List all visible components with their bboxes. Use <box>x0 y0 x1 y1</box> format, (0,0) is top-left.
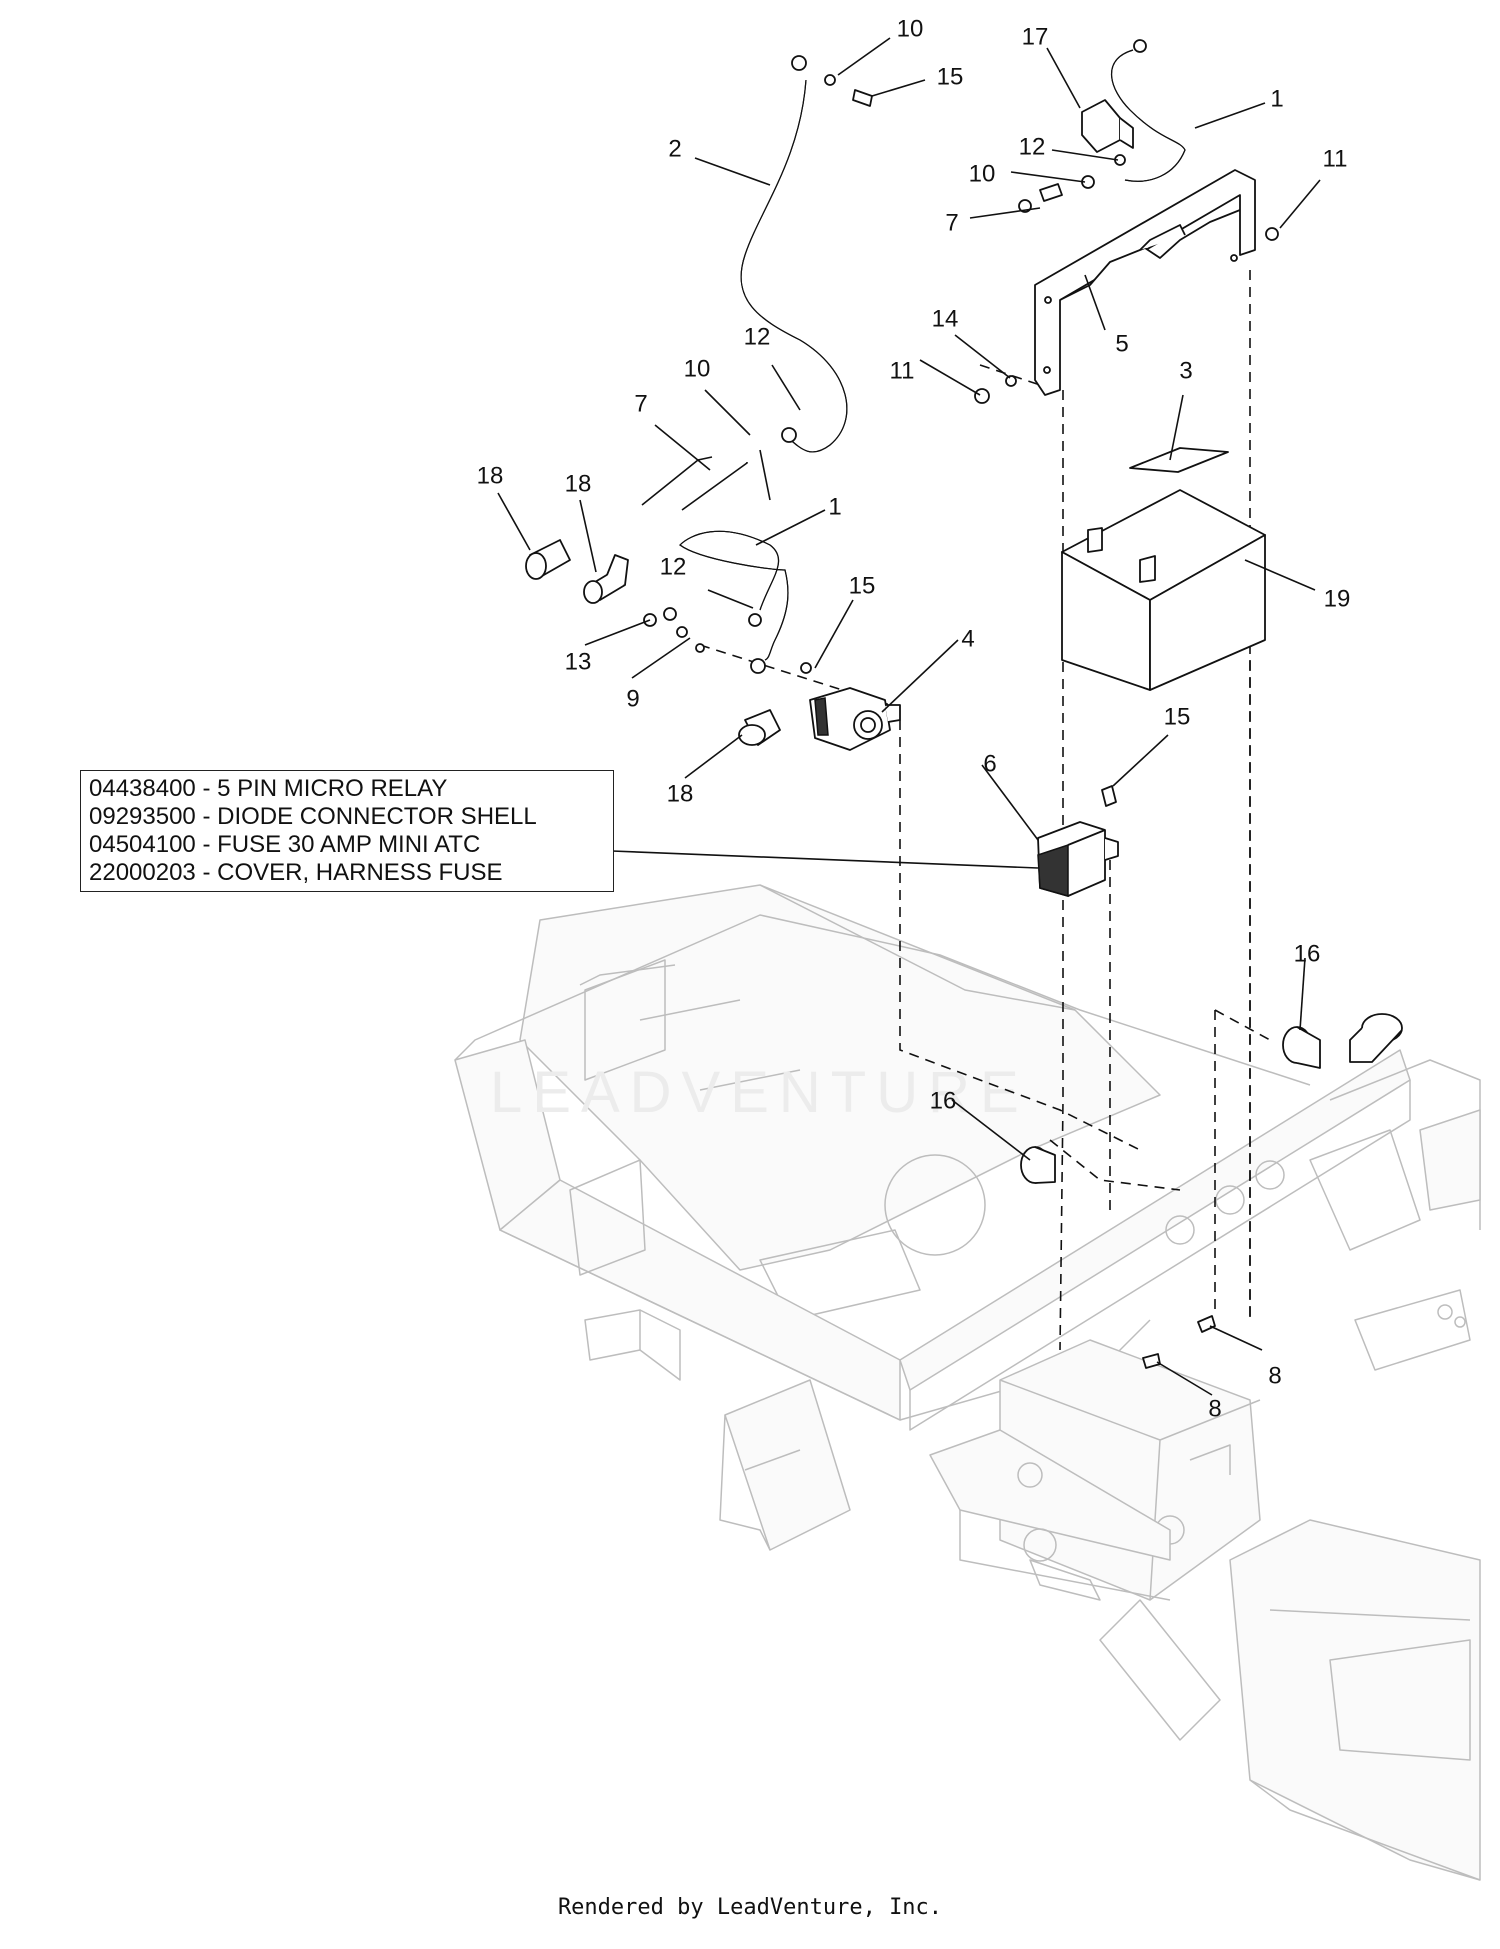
callout: 14 <box>932 305 959 332</box>
callout: 18 <box>477 462 504 489</box>
callout: 4 <box>961 625 974 652</box>
note-line: 09293500 - DIODE CONNECTOR SHELL <box>89 803 537 830</box>
part-4-solenoid <box>809 687 901 751</box>
assembly-lines <box>699 270 1271 1351</box>
callout: 1 <box>828 493 841 520</box>
callout: 11 <box>890 357 915 384</box>
callout: 18 <box>667 780 694 807</box>
callout: 12 <box>660 553 687 580</box>
callout: 10 <box>897 15 924 42</box>
callout: 8 <box>1208 1395 1221 1422</box>
part-1-cable-upper <box>1111 39 1186 182</box>
part-number-note-box: 04438400 - 5 PIN MICRO RELAY 09293500 - … <box>80 770 614 892</box>
callout: 17 <box>1022 23 1049 50</box>
callout: 16 <box>930 1087 957 1114</box>
callout: 12 <box>744 323 771 350</box>
part-19-battery <box>1061 489 1266 691</box>
note-line: 04504100 - FUSE 30 AMP MINI ATC <box>89 831 481 858</box>
callout: 16 <box>1294 940 1321 967</box>
lower-hardware <box>643 607 812 674</box>
part-18-boots <box>525 539 781 746</box>
part-1-cable-lower <box>679 530 789 674</box>
upper-hardware <box>1018 154 1126 213</box>
footer-credit: Rendered by LeadVenture, Inc. <box>557 1895 943 1920</box>
callout: 18 <box>565 470 592 497</box>
callout: 10 <box>969 160 996 187</box>
watermark: LEADVENTURE <box>490 1060 1029 1125</box>
callout: 15 <box>849 572 876 599</box>
callout: 9 <box>626 685 639 712</box>
part-2-battery-cable <box>740 55 873 453</box>
part-8-bolts <box>1142 1315 1216 1369</box>
part-16-bushings <box>1020 1013 1403 1184</box>
callout-numbers: 10 15 17 1 2 12 10 7 11 5 14 11 3 12 10 … <box>477 15 1351 1422</box>
callout: 5 <box>1115 330 1128 357</box>
part-17-terminal-boot <box>1081 99 1134 153</box>
note-line: 04438400 - 5 PIN MICRO RELAY <box>89 775 448 802</box>
callout: 2 <box>668 135 681 162</box>
callout: 15 <box>1164 703 1191 730</box>
callout: 12 <box>1019 133 1046 160</box>
svg-text:LEADVENTURE: LEADVENTURE <box>490 1060 1029 1125</box>
note-line: 22000203 - COVER, HARNESS FUSE <box>89 859 503 886</box>
callout: 15 <box>937 63 964 90</box>
callout: 1 <box>1270 85 1283 112</box>
callout: 11 <box>1323 145 1348 172</box>
bracket-hardware <box>974 227 1279 404</box>
callout: 7 <box>945 209 958 236</box>
part-5-battery-bracket <box>1034 169 1256 396</box>
callout: 10 <box>684 355 711 382</box>
callout: 8 <box>1268 1362 1281 1389</box>
part-6-fuse-holder <box>1037 785 1119 897</box>
part-3-pad <box>1129 447 1229 473</box>
leader-lines <box>497 37 1321 1396</box>
callout: 6 <box>983 750 996 777</box>
callout: 13 <box>565 648 592 675</box>
callout: 3 <box>1179 357 1192 384</box>
callout: 19 <box>1324 585 1351 612</box>
callout: 7 <box>634 390 647 417</box>
mower-frame <box>454 884 1481 1881</box>
